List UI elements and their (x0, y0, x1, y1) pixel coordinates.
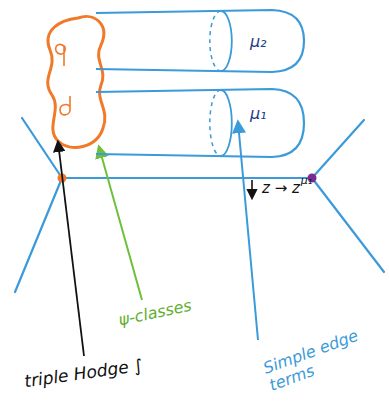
map-arrow (251, 180, 253, 198)
orange-blob (48, 17, 105, 148)
cross-section-front (221, 11, 232, 71)
exponent-label: μ₁ (301, 175, 312, 188)
tropical-edge (62, 177, 312, 179)
cross-section-back (210, 11, 221, 71)
leader-arrow (58, 142, 84, 356)
cylinder-outline (96, 5, 304, 77)
tropical-edge (312, 178, 384, 272)
genus-loop (56, 44, 66, 66)
leader-arrow (238, 122, 258, 340)
cylinder-body (96, 89, 304, 157)
leader-arrow (99, 147, 142, 300)
genus-loop (60, 96, 70, 115)
cross-section-front (221, 90, 232, 156)
multiplicity-label: μ₂ (250, 32, 267, 51)
cylinder-body (96, 10, 304, 72)
cross-section-back (210, 90, 221, 156)
tropical-edge (15, 178, 62, 292)
multiplicity-label: μ₁ (250, 104, 267, 123)
psi-class-note: ψ-classes (117, 296, 193, 329)
tropical-edge (312, 120, 364, 178)
tropical-edge (22, 118, 62, 178)
map-label: z → z (262, 180, 300, 197)
hodge-note: triple Hodge ∫ (23, 356, 144, 392)
edge-term-note: Simple edge terms (261, 325, 371, 395)
tropical-curve (15, 118, 384, 292)
cylinder-node: μ₂ (96, 5, 304, 77)
cylinder-node: μ₁ (96, 84, 304, 162)
cylinder-outline (96, 84, 304, 162)
